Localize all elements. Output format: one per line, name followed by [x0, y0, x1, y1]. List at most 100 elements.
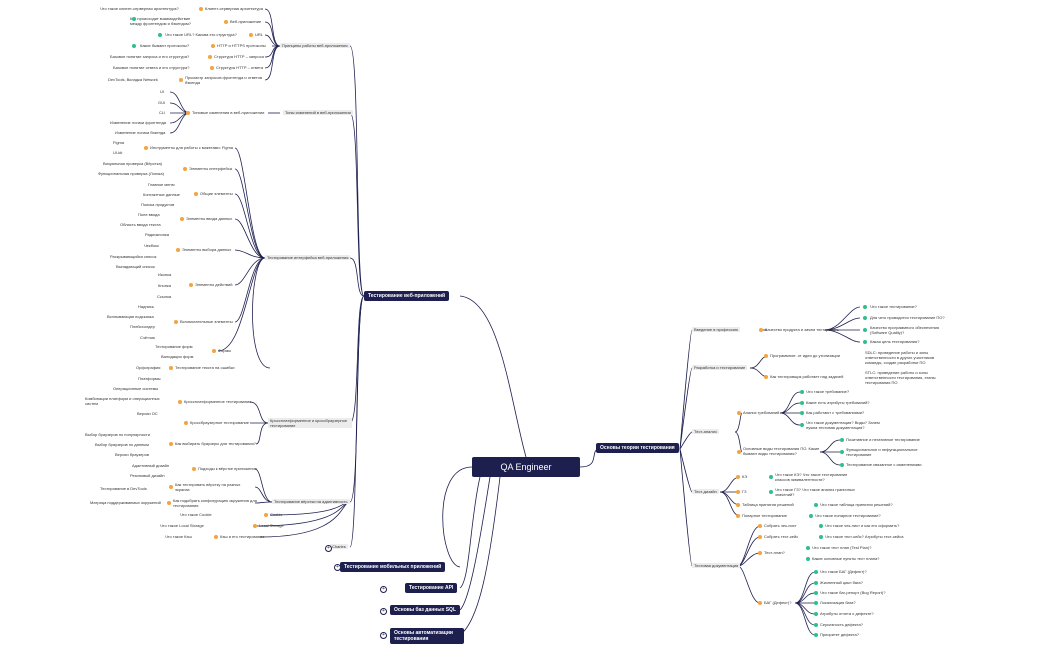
branch-api-testing[interactable]: Тестирование API	[405, 583, 458, 593]
aux-elements-node[interactable]: Вспомогательные элементы	[180, 319, 233, 324]
csa-node[interactable]: Клиент-серверная архитектура	[205, 6, 263, 11]
branch-automation[interactable]: Основы автоматизации тестирования	[390, 628, 464, 644]
green-dot-icon	[800, 423, 804, 427]
choose-browsers-node[interactable]: Как выбирать браузеры для тестирования?	[175, 441, 256, 446]
green-dot-icon	[132, 44, 136, 48]
crossbrow-node[interactable]: Кроссбраузерное тестирование	[190, 420, 249, 425]
green-dot-icon	[806, 557, 810, 561]
ec-question: Что такое КЭ? Что такое тестирование кла…	[775, 472, 848, 482]
pair-node[interactable]: Попарное тестирование	[742, 513, 787, 518]
green-dot-icon	[158, 33, 162, 37]
collapse-toggle-icon[interactable]: +	[380, 632, 387, 639]
branch-sql[interactable]: Основы баз данных SQL	[390, 605, 460, 615]
plan-question-2: Какие основные пункты тест плана?	[812, 556, 880, 561]
green-dot-icon	[840, 463, 844, 467]
request-node[interactable]: Структура HTTP – запроса	[214, 54, 264, 59]
req-analysis-node[interactable]: Анализ требований	[743, 410, 780, 415]
orange-dot-icon	[214, 535, 218, 539]
matrix-node: Матрица поддерживаемых окружений	[90, 500, 161, 505]
b1-node: Что такое БАГ (Дефект)?	[820, 569, 867, 574]
how-pick-node[interactable]: Как подобрать конфигурацию окружения для…	[173, 498, 257, 508]
ui-elements-node[interactable]: Элементы интерфейса	[189, 166, 232, 171]
principles-node[interactable]: Принципы работы веб-приложения	[280, 43, 350, 48]
orange-dot-icon	[736, 490, 740, 494]
input-elements-node[interactable]: Элементы ввода данных	[186, 216, 233, 221]
dt-question: Что такое таблица принятия решений?	[820, 502, 893, 507]
collapse-toggle-icon[interactable]: +	[380, 586, 387, 593]
central-topic[interactable]: QA Engineer	[472, 457, 580, 477]
url-question: Что такое URL? Какова его структура?	[165, 32, 237, 37]
charles-node[interactable]: Charles	[330, 544, 348, 549]
devtools-req-node[interactable]: Просмотр запросов фронтенда и ответов бэ…	[185, 75, 263, 85]
forms-node[interactable]: Формы	[218, 348, 232, 353]
approaches-node[interactable]: Подходы к вёрстке приложения	[198, 466, 257, 471]
types-main-node[interactable]: Типовые изменения в веб-приложении	[192, 110, 265, 115]
collapse-toggle-icon[interactable]: +	[380, 608, 387, 615]
common-elements-node[interactable]: Общие элементы	[200, 191, 233, 196]
orange-dot-icon	[249, 33, 253, 37]
intro-node[interactable]: Введение в профессию	[692, 327, 740, 332]
testcase-node[interactable]: Собрать тест-кейс	[764, 534, 799, 539]
sdlc-q-node[interactable]: Программное: от идеи до утилизации	[770, 353, 840, 358]
webapp-node[interactable]: Веб-приложение	[230, 19, 262, 24]
orange-dot-icon	[211, 44, 215, 48]
collapse-toggle-icon[interactable]: +	[325, 545, 332, 552]
how-test-node[interactable]: Как тестировать вёрстку на разных экрана…	[175, 482, 241, 492]
green-dot-icon	[814, 581, 818, 585]
quality-node[interactable]: Качество продукта и зачем тестировать	[765, 327, 839, 332]
adaptive-node[interactable]: Тестирование вёрстки на адаптивность	[272, 499, 350, 504]
bug-node[interactable]: БАГ (Дефект)?	[764, 600, 792, 605]
docs-node[interactable]: Тестовая документация	[692, 563, 741, 568]
orange-dot-icon	[212, 349, 216, 353]
green-dot-icon	[863, 340, 867, 344]
crossplat-node[interactable]: Кроссплатформенное тестирование	[184, 399, 252, 404]
list-node: Выпадающий список	[116, 264, 155, 269]
local-storage-question: Что такое Local Storage	[160, 523, 204, 528]
orange-dot-icon	[759, 328, 763, 332]
ec-node[interactable]: КЭ	[742, 474, 748, 479]
types-node[interactable]: Основные виды тестирования ПО. Какие быв…	[743, 446, 820, 456]
select-elements-node[interactable]: Элементы выбора данных	[182, 247, 232, 252]
local-storage-node[interactable]: Local Storage	[259, 523, 284, 528]
os-version-node: Версии ОС	[137, 411, 158, 416]
orange-dot-icon	[208, 55, 212, 59]
spelling-node[interactable]: Тестирование текста на ошибки	[175, 365, 235, 370]
tools-ui-node[interactable]: Инструменты для работы с макетами: Figma	[150, 145, 233, 150]
url-node[interactable]: URL	[255, 32, 264, 37]
green-dot-icon	[814, 591, 818, 595]
branch-web-testing[interactable]: Тестирование веб-приложений	[364, 291, 450, 301]
dt-node[interactable]: Таблица принятия решений	[742, 502, 794, 507]
http-question: Какие бывают протоколы?	[140, 43, 190, 48]
branch-theory[interactable]: Основы теории тестирования	[596, 443, 679, 453]
t2-node: Функциональное и нефункциональное тестир…	[846, 447, 918, 457]
types-changes-node[interactable]: Типы изменений в веб-приложении	[283, 110, 353, 115]
orange-dot-icon	[736, 475, 740, 479]
cache-node[interactable]: Кэш и его тестирование	[220, 534, 265, 539]
orange-dot-icon	[736, 514, 740, 518]
ui-testing-node[interactable]: Тестирование интерфейса веб-приложения	[265, 255, 351, 260]
design-node[interactable]: Тест-дизайн	[692, 489, 719, 494]
checklist-node[interactable]: Собрать чек-лист	[764, 523, 797, 528]
label-node: Надпись	[138, 304, 154, 309]
green-dot-icon	[800, 411, 804, 415]
plan-question: Что такое тест план (Test Plan)?	[812, 545, 872, 550]
orange-dot-icon	[737, 450, 741, 454]
branch-mobile-testing[interactable]: Тестирование мобильных приложений	[340, 562, 446, 572]
checklist-question: Что такое чек-лист и как его оформить?	[825, 523, 900, 528]
dev-node[interactable]: Разработка и тестирование	[692, 365, 748, 370]
orange-dot-icon	[253, 524, 257, 528]
action-elements-node[interactable]: Элементы действий	[195, 282, 233, 287]
response-node[interactable]: Структура HTTP – ответа	[216, 65, 264, 70]
cookie-question: Что такое Cookie	[180, 512, 212, 517]
orange-dot-icon	[758, 535, 762, 539]
green-dot-icon	[819, 535, 823, 539]
cookie-node[interactable]: Cookie	[270, 512, 283, 517]
http-node[interactable]: HTTP и HTTPS протоколы	[217, 43, 266, 48]
collapse-toggle-icon[interactable]: +	[334, 564, 341, 571]
cross-node[interactable]: Кроссплатформенное и кроссбраузерное тес…	[268, 418, 352, 428]
orange-dot-icon	[224, 20, 228, 24]
analysis-node[interactable]: Тест-анализ	[692, 429, 719, 434]
stlc-q-node[interactable]: Как тестировщик работает над задачей	[770, 374, 844, 379]
bv-node[interactable]: ГЗ	[742, 489, 747, 494]
plan-node[interactable]: Тест-план?	[764, 550, 785, 555]
